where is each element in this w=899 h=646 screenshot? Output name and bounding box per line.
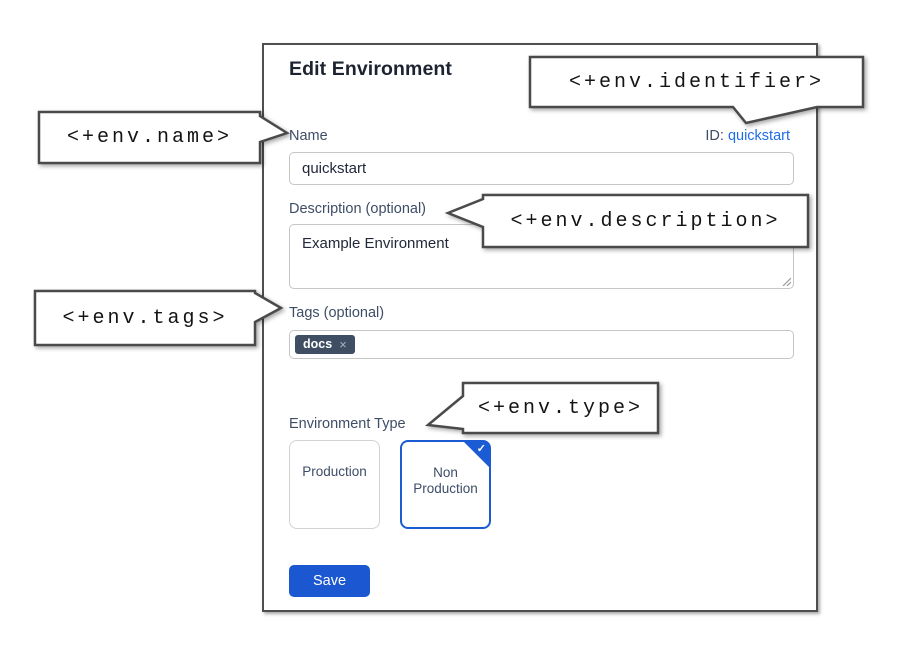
callout-env-identifier-text: <+env.identifier> <box>568 70 825 94</box>
callout-env-description <box>444 191 814 253</box>
callout-env-name-text: <+env.name> <box>66 126 233 149</box>
name-label: Name <box>289 128 328 144</box>
check-icon: ✓ <box>476 443 486 455</box>
production-card-label: Production <box>302 464 367 479</box>
description-value: Example Environment <box>302 235 449 252</box>
environment-id: ID: quickstart <box>705 128 790 144</box>
name-input-value: quickstart <box>302 160 367 177</box>
callout-env-identifier <box>526 53 868 131</box>
callout-env-tags-text: <+env.tags> <box>62 306 228 330</box>
id-label: ID: <box>705 128 724 144</box>
tag-chip-label: docs <box>303 337 333 351</box>
environment-type-option-non-production[interactable]: ✓ Non Production <box>400 440 491 529</box>
non-production-card-label: Non Production <box>413 465 478 496</box>
tag-chip-docs[interactable]: docs × <box>295 335 355 354</box>
callout-env-type <box>424 379 664 439</box>
callout-env-tags <box>31 287 287 351</box>
description-label: Description (optional) <box>289 201 427 217</box>
name-input[interactable]: quickstart <box>289 152 794 185</box>
callout-env-type-text: <+env.type> <box>477 396 644 420</box>
tags-input[interactable]: docs × <box>289 330 794 359</box>
dialog-title: Edit Environment <box>289 58 453 80</box>
callout-env-name <box>35 108 293 170</box>
resize-handle-icon[interactable] <box>781 276 791 286</box>
callout-env-description-text: <+env.description> <box>510 209 781 233</box>
environment-type-option-production[interactable]: Production <box>289 440 380 529</box>
save-button[interactable]: Save <box>289 565 370 597</box>
edit-environment-dialog: Edit Environment Name ID: quickstart qui… <box>262 43 818 612</box>
tags-label: Tags (optional) <box>289 305 385 321</box>
environment-type-label: Environment Type <box>289 416 406 432</box>
remove-tag-icon[interactable]: × <box>339 336 347 352</box>
id-value-link[interactable]: quickstart <box>727 128 790 144</box>
